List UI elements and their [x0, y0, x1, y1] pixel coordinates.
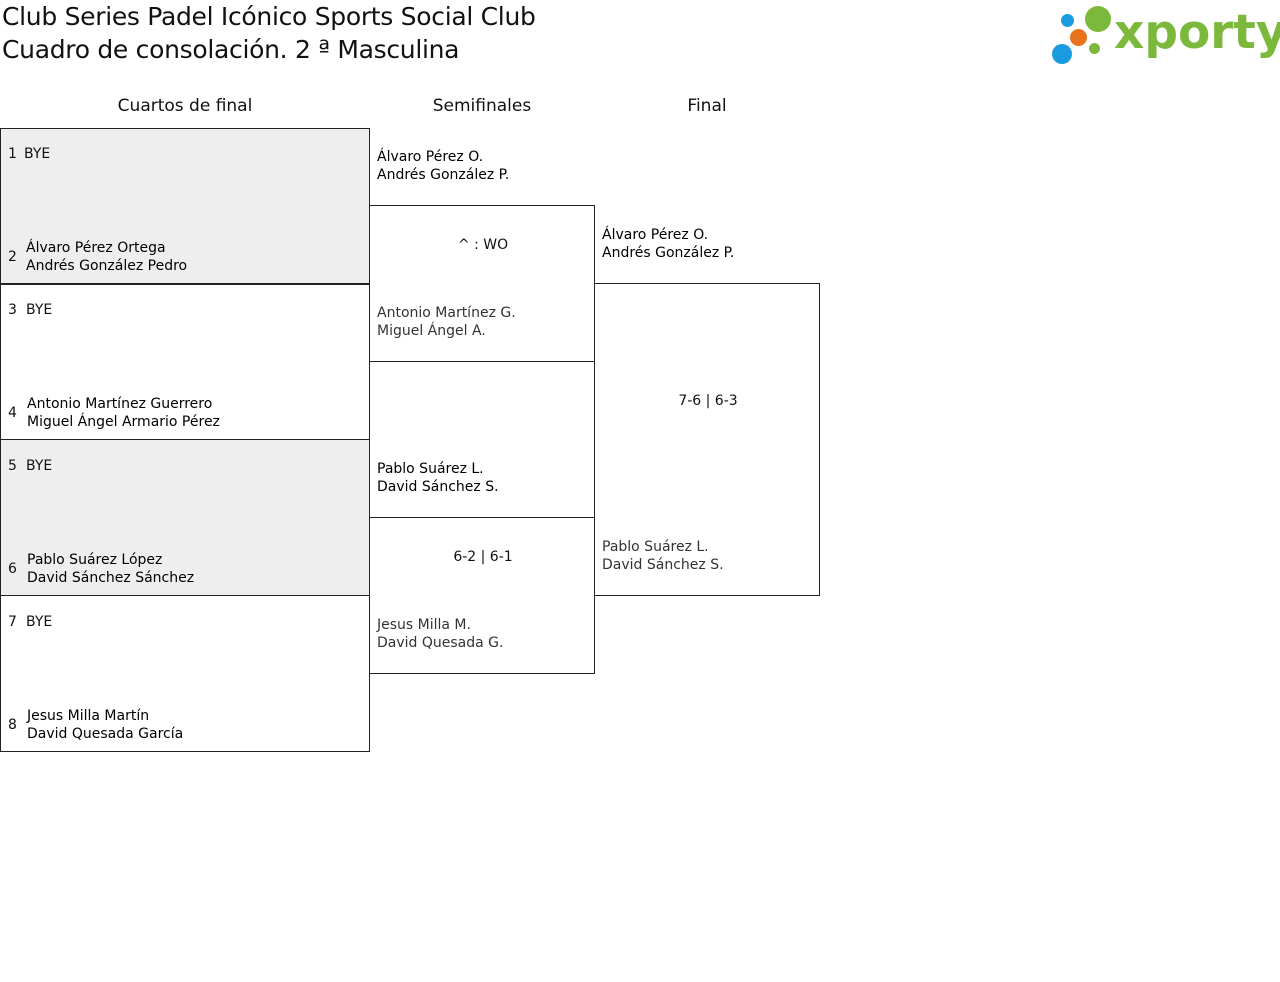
- player-name: David Quesada García: [27, 726, 184, 742]
- logo-dot-blue-small: [1061, 14, 1074, 27]
- logo-dot-green-small: [1089, 43, 1100, 54]
- player-name: David Sánchez Sánchez: [27, 570, 195, 586]
- qf-match-3[interactable]: 5 BYE 6 Pablo Suárez López David Sánchez…: [0, 439, 370, 596]
- bracket-subtitle: Cuadro de consolación. 2 ª Masculina: [2, 35, 460, 64]
- sf-match-1[interactable]: ^ : WO Antonio Martínez G. Miguel Ángel …: [369, 205, 595, 362]
- bye-label: BYE: [24, 146, 51, 162]
- qf-match-1[interactable]: 1 BYE 2 Álvaro Pérez Ortega Andrés Gonzá…: [0, 128, 370, 285]
- final-match[interactable]: 7-6 | 6-3 Pablo Suárez L. David Sánchez …: [594, 283, 820, 596]
- final-loser-line2: David Sánchez S.: [602, 557, 724, 573]
- sf-match-2[interactable]: 6-2 | 6-1 Jesus Milla M. David Quesada G…: [369, 517, 595, 674]
- tournament-title: Club Series Padel Icónico Sports Social …: [2, 2, 536, 31]
- seed-number: 8: [8, 717, 17, 733]
- seed-number: 3: [8, 302, 17, 318]
- final-winner-line2: Andrés González P.: [602, 245, 735, 261]
- sf1-winner-line2: Andrés González P.: [377, 167, 510, 183]
- logo-dot-blue: [1052, 44, 1072, 64]
- bye-label: BYE: [26, 458, 53, 474]
- final-loser-line1: Pablo Suárez L.: [602, 539, 709, 555]
- sf1-loser-line2: Miguel Ángel A.: [377, 323, 486, 339]
- player-name: Pablo Suárez López: [27, 552, 163, 568]
- seed-number: 6: [8, 561, 17, 577]
- final-winner-line1: Álvaro Pérez O.: [602, 227, 709, 243]
- xporty-logo[interactable]: xporty: [1050, 4, 1280, 68]
- seed-number: 5: [8, 458, 17, 474]
- player-name: Andrés González Pedro: [26, 258, 188, 274]
- qf-match-4[interactable]: 7 BYE 8 Jesus Milla Martín David Quesada…: [0, 595, 370, 752]
- logo-dot-green: [1085, 6, 1111, 32]
- match-score: 6-2 | 6-1: [453, 549, 513, 565]
- round-header-final: Final: [687, 96, 727, 116]
- qf-match-2[interactable]: 3 BYE 4 Antonio Martínez Guerrero Miguel…: [0, 283, 370, 440]
- bye-label: BYE: [26, 614, 53, 630]
- player-name: Álvaro Pérez Ortega: [26, 240, 166, 256]
- player-name: Jesus Milla Martín: [27, 708, 150, 724]
- seed-number: 7: [8, 614, 17, 630]
- seed-number: 1: [8, 146, 17, 162]
- bye-label: BYE: [26, 302, 53, 318]
- sf2-loser-line1: Jesus Milla M.: [377, 617, 471, 633]
- player-name: Miguel Ángel Armario Pérez: [27, 414, 220, 430]
- sf1-winner-line1: Álvaro Pérez O.: [377, 149, 484, 165]
- seed-number: 2: [8, 249, 17, 265]
- player-name: Antonio Martínez Guerrero: [27, 396, 213, 412]
- sf2-winner-line1: Pablo Suárez L.: [377, 461, 484, 477]
- logo-dot-orange: [1070, 29, 1087, 46]
- logo-wordmark: xporty: [1114, 5, 1280, 60]
- sf1-loser-line1: Antonio Martínez G.: [377, 305, 516, 321]
- seed-number: 4: [8, 405, 17, 421]
- round-header-quarterfinals: Cuartos de final: [117, 96, 253, 116]
- match-score: 7-6 | 6-3: [678, 393, 738, 409]
- sf2-winner-line2: David Sánchez S.: [377, 479, 499, 495]
- sf2-loser-line2: David Quesada G.: [377, 635, 504, 651]
- round-header-semifinals: Semifinales: [432, 96, 532, 116]
- match-score: ^ : WO: [457, 237, 509, 253]
